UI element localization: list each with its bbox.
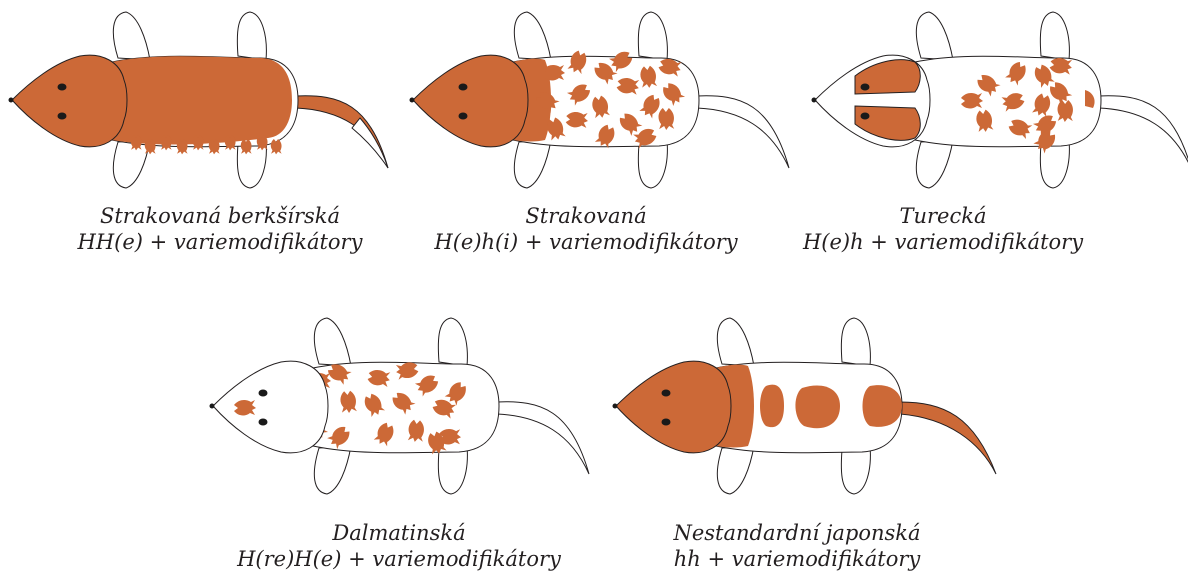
eye [861,113,870,120]
hind-leg-top [1040,12,1069,60]
head [616,361,731,453]
front-leg-top [916,12,953,60]
rat-figure-japanese [613,318,997,494]
rump-patch [863,385,903,427]
pattern-name: Turecká [723,203,1163,229]
eye [459,84,468,91]
tail [497,402,589,474]
caption-turecka: Turecká H(e)h + variemodifikátory [723,203,1163,255]
front-leg-bottom [717,446,754,494]
head [213,361,328,453]
genotype: hh + variemodifikátory [577,546,1017,572]
front-leg-top [514,12,551,60]
eye [58,113,67,120]
front-leg-top [314,318,351,366]
front-leg-bottom [514,140,551,188]
rat-figure-dalmatian [210,318,590,494]
nose [9,98,14,103]
genotype: H(re)H(e) + variemodifikátory [179,546,619,572]
nose [613,404,618,409]
front-leg-bottom [113,140,150,188]
hind-leg-bottom [841,446,870,494]
head [12,55,127,147]
head [413,55,528,147]
pattern-name: Dalmatinská [179,520,619,546]
caption-nestandardni-japonska: Nestandardní japonská hh + variemodifiká… [577,520,1017,572]
tail [900,402,996,474]
genotype: H(e)h + variemodifikátory [723,229,1163,255]
rat-figure-variegated [410,12,790,188]
nose [210,404,215,409]
eye [662,419,671,426]
hind-leg-top [638,12,667,60]
nose [410,98,415,103]
hind-leg-top [841,318,870,366]
caption-dalmatinska: Dalmatinská H(re)H(e) + variemodifikátor… [179,520,619,572]
rat-figure-turkish [812,12,1188,188]
front-leg-top [113,12,150,60]
hind-leg-bottom [638,140,667,188]
tail [296,96,388,168]
rat-figure-berkshire [9,12,389,188]
nose [812,98,817,103]
eye [662,390,671,397]
hind-leg-top [237,12,266,60]
front-leg-top [717,318,754,366]
eye [861,84,870,91]
eye [259,390,268,397]
hind-leg-top [438,318,467,366]
tail [1099,96,1188,168]
tail [697,96,789,168]
body-spot [760,385,784,428]
hind-leg-bottom [438,446,467,494]
eye [259,419,268,426]
front-leg-bottom [314,446,351,494]
body-spot [795,385,840,428]
pattern-name: Nestandardní japonská [577,520,1017,546]
body-patch [103,56,292,144]
body [906,56,1101,147]
eye [459,113,468,120]
front-leg-bottom [916,140,953,188]
eye [58,84,67,91]
